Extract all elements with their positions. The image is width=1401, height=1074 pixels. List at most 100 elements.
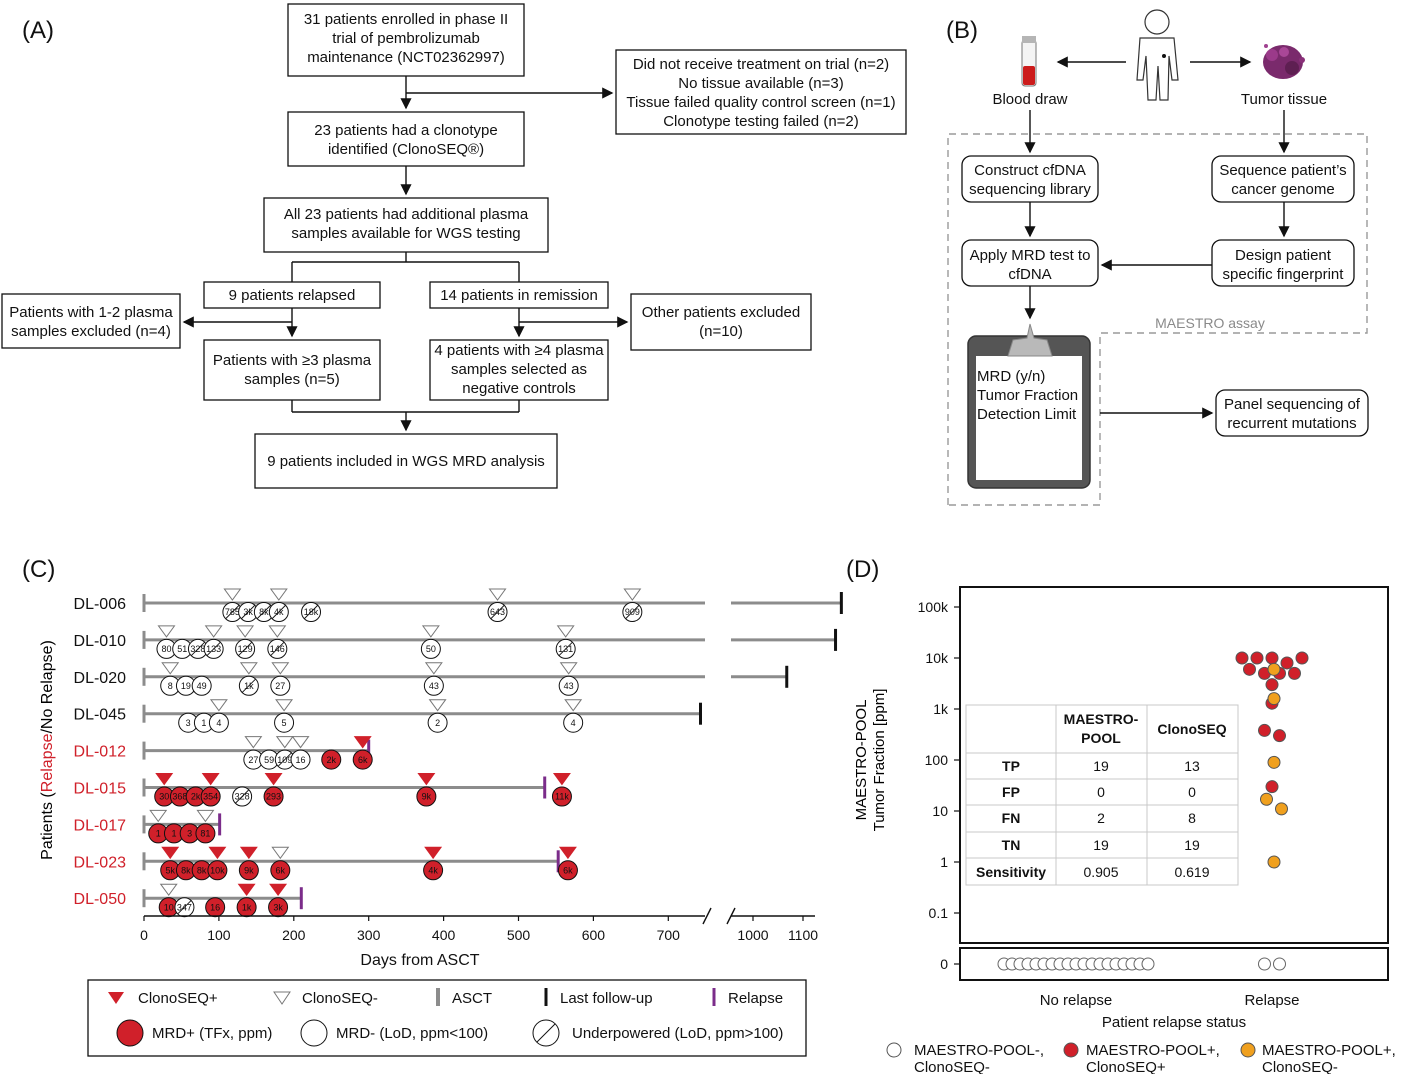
scatter-xcat-no-relapse: No relapse xyxy=(1040,992,1113,1009)
underpowered-slash xyxy=(558,642,573,656)
mrd-neg-sample xyxy=(191,675,212,696)
clonoseq-neg-marker xyxy=(424,662,443,675)
x-tick-label: 1000 xyxy=(737,927,768,943)
underpowered-slash xyxy=(272,605,286,619)
mrd-pos-sample xyxy=(270,860,291,881)
clonoseq-neg-marker xyxy=(559,662,578,675)
scatter-xcat-relapse: Relapse xyxy=(1244,992,1299,1009)
enrolled-line-3: maintenance (NCT02362997) xyxy=(307,49,505,66)
legend-underpowered-marker xyxy=(532,1019,560,1047)
mrd-pos-sample xyxy=(416,786,437,807)
sample-value: 1 xyxy=(156,829,161,839)
axis-break-left xyxy=(702,907,712,925)
underpowered-slash xyxy=(177,900,192,915)
y-tick-label: 10 xyxy=(932,803,948,819)
sample-value: 146 xyxy=(270,644,285,654)
panelseq-line-1: Panel sequencing of xyxy=(1224,396,1361,413)
excluded-line-1: Did not receive treatment on trial (n=2) xyxy=(633,56,889,73)
sample-value: 11k xyxy=(555,792,569,802)
y-tick-label: 100k xyxy=(918,599,949,615)
mrd-neg-sample xyxy=(427,712,448,733)
sample-value: 133 xyxy=(206,644,221,654)
underpowered-slash xyxy=(241,605,255,619)
clonoseq-pos-marker xyxy=(208,846,227,860)
sample-value: 5 xyxy=(282,718,287,728)
sample-value: 354 xyxy=(203,792,218,802)
sample-value: 8k xyxy=(259,607,269,617)
legend-pos-neg-line-1: MAESTRO-POOL+, xyxy=(1262,1042,1396,1059)
y-tick-label: 0.1 xyxy=(929,905,949,921)
x-tick-label: 0 xyxy=(140,927,148,943)
clonoseq-pos-marker xyxy=(264,773,283,786)
data-point xyxy=(1258,723,1271,737)
data-point xyxy=(1267,755,1281,769)
mrd-neg-sample xyxy=(420,638,441,659)
mrd-pos-sample xyxy=(200,786,221,807)
clonoseq-neg-marker xyxy=(271,846,290,860)
legend-clono-pos: ClonoSEQ+ xyxy=(138,990,218,1007)
excl-remission-line-2: (n=10) xyxy=(699,323,743,340)
excluded-line-3: Tissue failed quality control screen (n=… xyxy=(626,94,895,111)
data-point xyxy=(1267,855,1281,869)
sample-value: 43 xyxy=(564,681,574,691)
clonoseq-pos-marker xyxy=(269,883,288,897)
data-point xyxy=(1243,662,1256,676)
patient-label: DL-020 xyxy=(74,670,127,687)
sample-value: 109 xyxy=(277,755,292,765)
sample-value: 785 xyxy=(225,607,240,617)
excl-remission-line-1: Other patients excluded xyxy=(642,304,800,321)
excl-relapsed-line-1: Patients with 1-2 plasma xyxy=(9,304,173,321)
sample-value: 27 xyxy=(248,755,258,765)
x-tick-label: 1100 xyxy=(788,927,818,943)
clonoseq-pos-marker xyxy=(353,736,372,749)
data-point xyxy=(1260,792,1273,806)
sample-value: 5k xyxy=(165,866,175,876)
clonoseq-neg-marker xyxy=(149,809,168,823)
table-cell-clonoseq: 8 xyxy=(1188,810,1196,826)
table-cell-maestro: 0.905 xyxy=(1083,864,1118,880)
mrd-pos-sample xyxy=(321,749,342,770)
y-tick-label: 1k xyxy=(933,701,949,717)
data-point xyxy=(1265,678,1279,692)
patient-label: DL-006 xyxy=(74,596,127,613)
relapsed-box: 9 patients relapsed xyxy=(229,287,356,304)
legend-neg-neg-marker xyxy=(886,1042,902,1058)
legend-pos-neg-line-2: ClonoSEQ- xyxy=(1262,1059,1338,1074)
table-cell-maestro: 19 xyxy=(1093,758,1109,774)
tumor-tissue-label: Tumor tissue xyxy=(1241,91,1327,108)
sample-value: 30 xyxy=(159,792,169,802)
sample-value: 19 xyxy=(181,681,191,691)
mrd-neg-sample xyxy=(270,675,291,696)
mrd-pos-sample xyxy=(238,860,259,881)
clonotype-line-1: 23 patients had a clonotype xyxy=(314,122,497,139)
data-point xyxy=(1273,957,1286,971)
underpowered-slash xyxy=(625,605,640,619)
sample-value: 4k xyxy=(428,866,438,876)
mrd-neg-sample xyxy=(563,712,584,733)
panel-c: (C) Patients (Relapse/No Relapse) DL-006… xyxy=(22,556,843,1057)
legend-pos-neg-marker xyxy=(1240,1042,1256,1058)
table-header-clonoseq: ClonoSEQ xyxy=(1157,721,1226,737)
sample-value: 6k xyxy=(358,755,368,765)
x-tick-label: 300 xyxy=(357,927,381,943)
remission-kept-line-3: negative controls xyxy=(462,380,575,397)
sample-value: 10k xyxy=(210,866,225,876)
panel-a: (A) 31 patients enrolled in phase II tri… xyxy=(1,3,907,489)
panelseq-line-2: recurrent mutations xyxy=(1227,415,1356,432)
timeline-xlabel: Days from ASCT xyxy=(360,952,479,969)
clonoseq-pos-marker xyxy=(161,846,180,860)
clonoseq-neg-marker xyxy=(291,736,310,749)
construct-line-2: sequencing library xyxy=(969,181,1091,198)
relapsed-kept-line-1: Patients with ≥3 plasma xyxy=(213,352,372,369)
legend-underpowered: Underpowered (LoD, ppm>100) xyxy=(572,1025,783,1042)
underpowered-slash xyxy=(277,752,292,767)
clonoseq-pos-marker xyxy=(237,883,256,897)
table-row-label: TP xyxy=(1002,758,1020,774)
sample-value: 368 xyxy=(172,792,187,802)
clipboard-icon xyxy=(967,323,1091,489)
sample-value: 1 xyxy=(171,829,176,839)
excluded-line-2: No tissue available (n=3) xyxy=(678,75,844,92)
blood-draw-label: Blood draw xyxy=(992,91,1067,108)
